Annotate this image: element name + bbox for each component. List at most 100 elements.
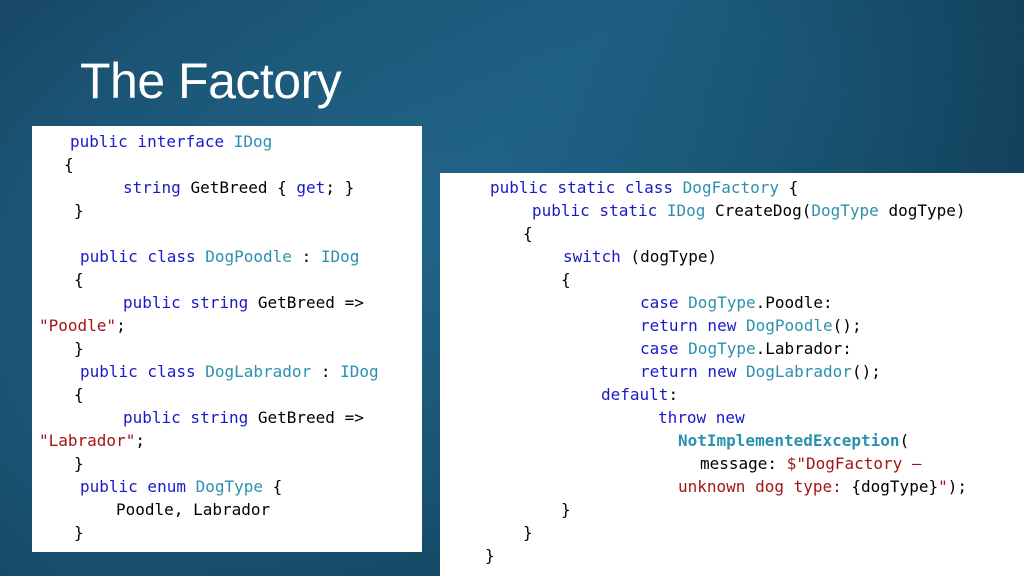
code-brace: } <box>74 523 84 542</box>
code-keyword: public string <box>123 293 249 312</box>
code-keyword: public static class <box>490 178 674 197</box>
code-brace: } <box>523 523 533 542</box>
code-text: .Poodle: <box>755 293 833 312</box>
code-keyword: public class <box>80 247 196 266</box>
code-line: public class DogLabrador : IDog <box>80 362 379 382</box>
code-line: string GetBreed { get; } <box>123 178 354 198</box>
code-line: public interface IDog <box>70 132 272 152</box>
code-line: { <box>64 155 74 175</box>
code-keyword: default <box>601 385 669 404</box>
code-brace: { <box>523 224 533 243</box>
code-text: (dogType) <box>620 247 718 266</box>
code-keyword: public class <box>80 362 196 381</box>
code-text: Poodle, Labrador <box>116 500 271 519</box>
code-brace: { <box>74 270 84 289</box>
code-type: IDog <box>666 201 706 220</box>
code-line: { <box>74 385 84 405</box>
code-type: IDog <box>233 132 273 151</box>
code-panel-factory: public static class DogFactory { public … <box>440 173 1024 576</box>
code-line: } <box>485 546 495 566</box>
code-brace: } <box>74 454 84 473</box>
code-text: ( <box>899 431 910 450</box>
code-text: ; <box>116 316 126 335</box>
code-line: public static class DogFactory { <box>490 178 798 198</box>
code-text: ; } <box>325 178 355 197</box>
code-line: { <box>523 224 533 244</box>
code-keyword: get <box>296 178 326 197</box>
code-keyword: public interface <box>70 132 225 151</box>
code-line: public class DogPoodle : IDog <box>80 247 359 267</box>
code-type: NotImplementedException <box>678 431 900 450</box>
code-keyword: case <box>640 339 679 358</box>
slide-title: The Factory <box>80 53 342 109</box>
code-text: : <box>291 247 321 266</box>
code-line: case DogType.Poodle: <box>640 293 833 313</box>
code-text: GetBreed { <box>190 178 297 197</box>
code-text: : <box>668 385 679 404</box>
code-text: .Labrador: <box>755 339 852 358</box>
code-keyword: string <box>123 178 181 197</box>
code-text: : <box>311 362 341 381</box>
code-keyword: case <box>640 293 679 312</box>
code-type: DogFactory <box>682 178 779 197</box>
code-type: DogLabrador <box>745 362 852 381</box>
code-keyword: public enum <box>80 477 186 496</box>
code-line: } <box>74 201 84 221</box>
code-brace: } <box>561 500 571 519</box>
code-line: switch (dogType) <box>563 247 717 267</box>
code-text: ); <box>947 477 967 496</box>
code-keyword: switch <box>563 247 621 266</box>
code-line: public string GetBreed => <box>123 408 364 428</box>
code-string: "Labrador" <box>39 431 136 450</box>
code-string: unknown dog type: <box>678 477 852 496</box>
code-keyword: public static <box>532 201 658 220</box>
code-type: IDog <box>340 362 379 381</box>
code-type: DogLabrador <box>205 362 312 381</box>
code-type: DogType <box>688 339 756 358</box>
code-keyword: public string <box>123 408 249 427</box>
code-text: {dogType} <box>851 477 939 496</box>
code-line: { <box>561 270 571 290</box>
code-line: "Labrador"; <box>39 431 145 451</box>
code-type: IDog <box>320 247 360 266</box>
code-line: default: <box>601 385 678 405</box>
code-line: unknown dog type: {dogType}"); <box>678 477 967 497</box>
code-text: { <box>779 178 799 197</box>
code-keyword: throw new <box>658 408 745 427</box>
code-line: return new DogLabrador(); <box>640 362 881 382</box>
code-type: DogPoodle <box>745 316 833 335</box>
code-line: NotImplementedException( <box>678 431 909 451</box>
code-panel-interfaces: public interface IDog { string GetBreed … <box>32 126 422 552</box>
code-line: return new DogPoodle(); <box>640 316 862 336</box>
code-line: } <box>74 339 84 359</box>
code-keyword: return new <box>640 316 737 335</box>
code-type: DogType <box>811 201 879 220</box>
code-text: GetBreed => <box>248 293 364 312</box>
code-line: public enum DogType { <box>80 477 282 497</box>
code-string: $"DogFactory – <box>786 454 922 473</box>
code-line: } <box>74 523 84 543</box>
code-line: public string GetBreed => <box>123 293 364 313</box>
code-string: "Poodle" <box>39 316 117 335</box>
code-line: message: $"DogFactory – <box>700 454 922 474</box>
code-brace: } <box>485 546 495 565</box>
code-type: DogPoodle <box>205 247 292 266</box>
code-line: throw new <box>658 408 745 428</box>
code-brace: { <box>64 155 74 174</box>
code-text: (); <box>851 362 881 381</box>
code-line: "Poodle"; <box>39 316 126 336</box>
code-line: public static IDog CreateDog(DogType dog… <box>532 201 966 221</box>
code-type: DogType <box>688 293 756 312</box>
code-text: { <box>263 477 283 496</box>
code-line: { <box>74 270 84 290</box>
code-text: GetBreed => <box>248 408 364 427</box>
code-brace: { <box>74 385 84 404</box>
code-keyword: return new <box>640 362 737 381</box>
code-text: dogType) <box>878 201 966 220</box>
code-brace: { <box>561 270 571 289</box>
code-text: ; <box>135 431 145 450</box>
code-text: CreateDog( <box>705 201 812 220</box>
code-text: message: <box>700 454 787 473</box>
code-string: " <box>938 477 948 496</box>
code-line: Poodle, Labrador <box>116 500 270 520</box>
